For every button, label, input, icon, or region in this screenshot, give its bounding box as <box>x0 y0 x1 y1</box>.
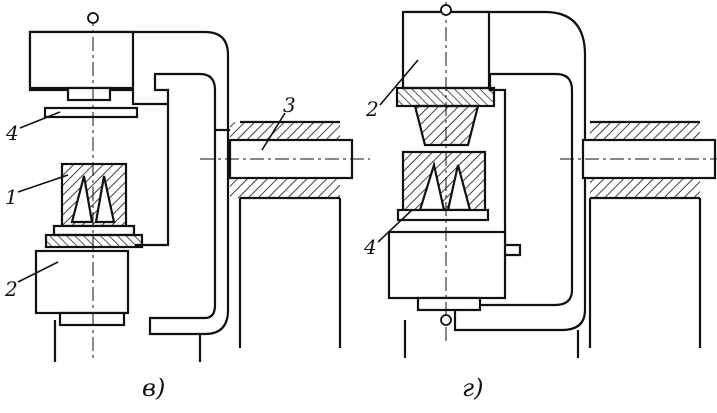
callout-4-v: 4 <box>5 121 19 145</box>
caption-panel-g: г) <box>462 374 484 402</box>
panel-g <box>387 10 717 358</box>
panel-v <box>28 30 354 362</box>
lower-block-g <box>387 230 507 300</box>
upper-block-2 <box>401 10 491 90</box>
lower-block-2 <box>34 249 130 315</box>
upper-block <box>28 30 135 90</box>
plate-4 <box>43 106 139 119</box>
die-4 <box>396 150 490 222</box>
callout-1-v: 1 <box>5 185 18 209</box>
callout-2-g: 2 <box>365 97 379 121</box>
callout-4-g: 4 <box>363 235 377 259</box>
punch <box>413 104 480 147</box>
caption-panel-v: в) <box>142 374 165 402</box>
callout-3-v: 3 <box>283 93 296 117</box>
c-frame-g <box>405 10 587 332</box>
callout-2-v: 2 <box>4 277 18 301</box>
die-1 <box>44 162 144 249</box>
c-frame <box>28 30 230 336</box>
